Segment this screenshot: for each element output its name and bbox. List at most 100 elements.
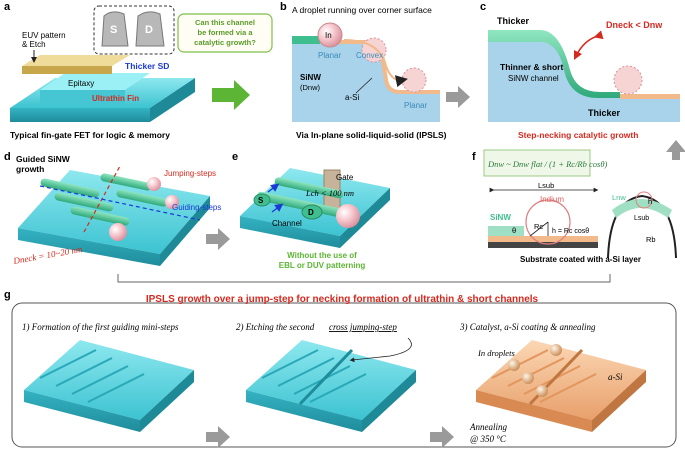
panel-e: e Gate S D Lch < 100 nm Channel Without … <box>232 151 390 270</box>
panel-e-label-s: S <box>258 196 264 205</box>
panel-c-arrow <box>573 30 604 61</box>
panel-a-fin <box>40 73 150 90</box>
panel-e-nanowire-1 <box>256 191 345 218</box>
panel-e-label-channel: Channel <box>272 219 302 228</box>
panel-c-substrate <box>488 42 680 122</box>
panel-b-label-sinw: SiNW <box>300 73 321 82</box>
panel-f-label-h2: h <box>648 197 652 206</box>
panel-d-guide-line <box>39 185 201 221</box>
panel-e-letter: e <box>232 151 238 163</box>
panel-f-caption: Substrate coated with a-Si layer <box>520 255 641 264</box>
panel-a-d-block <box>135 11 165 47</box>
panel-b-sinw <box>292 36 320 44</box>
panel-d-droplet-2 <box>165 195 179 209</box>
panel-g-block-1 <box>24 340 194 432</box>
panel-d: d Guided SiNW growth Jumping-steps Guidi… <box>4 151 230 266</box>
panel-b-substrate <box>292 42 440 122</box>
panel-a-question-1: Can this channel <box>195 18 255 27</box>
panel-e-substrate-side <box>340 188 390 248</box>
panel-f-letter: f <box>472 151 476 163</box>
panel-a-label-etch: & Etch <box>22 40 46 49</box>
panel-e-label-gate: Gate <box>336 173 354 182</box>
panel-c-label-thinner-2: SiNW channel <box>508 74 559 83</box>
panel-a: a EUV pattern & Etch S D Epitaxy Thicker… <box>4 1 273 140</box>
panel-b-asi-pointer <box>355 77 373 94</box>
panel-g-step3: 3) Catalyst, a-Si coating & annealing <box>459 322 596 332</box>
panel-a-s-block <box>101 11 129 47</box>
panel-b-label-convex: Convex <box>356 51 383 60</box>
panel-b-label-asi: a-Si <box>345 93 359 102</box>
panel-f-asi-layer <box>488 236 598 242</box>
panel-d-letter: d <box>4 151 11 163</box>
panel-g-label-droplets: In droplets <box>477 348 515 358</box>
panel-d-droplet-1 <box>147 177 161 191</box>
panel-a-label-fin: Ultrathin Fin <box>92 94 139 103</box>
panel-b: b A droplet running over corner surface … <box>280 1 470 140</box>
panel-f-formula: Dnw ~ Dnw flat / (1 + Rc/Rb cosθ) <box>487 159 608 169</box>
panel-d-droplet-3 <box>109 223 127 241</box>
panel-e-note-1: Without the use of <box>287 251 357 260</box>
panel-g: g IPSLS growth over a jump-step for neck… <box>4 289 677 448</box>
panel-b-label-planar-bottom: Planar <box>404 101 427 110</box>
panel-e-s-pad <box>253 193 271 207</box>
panel-a-letter: a <box>4 1 11 13</box>
panel-g-label-asi: a-Si <box>608 372 623 382</box>
arrow-gray-icon-2 <box>206 228 230 250</box>
panel-b-droplet-ghost-2 <box>401 67 427 93</box>
panel-a-question-3: catalytic growth? <box>194 38 256 47</box>
panel-e-label-lch: Lch < 100 nm <box>305 188 354 198</box>
panel-f-label-lsub: Lsub <box>538 181 554 190</box>
panel-d-label-jumping: Jumping-steps <box>164 169 216 178</box>
panel-a-label-pattern: EUV pattern <box>22 31 66 40</box>
panel-f-label-indium: Indium <box>540 195 564 204</box>
panel-c-label-thinner-1: Thinner & short <box>500 62 563 72</box>
panel-d-title-2: growth <box>16 164 44 174</box>
panel-c-letter: c <box>480 1 486 13</box>
panel-g-title: IPSLS growth over a jump-step for neckin… <box>146 294 539 305</box>
panel-f-label-h: h = Rc cosθ <box>552 228 589 235</box>
panel-e-substrate-front <box>240 216 340 248</box>
arrow-gray-icon <box>446 86 470 108</box>
panel-g-step1: 1) Formation of the first guiding mini-s… <box>22 322 179 332</box>
panel-c-nanowire <box>488 30 620 98</box>
panel-a-label-thicker-sd: Thicker SD <box>125 61 169 71</box>
panel-b-droplet <box>317 22 343 48</box>
panel-c-label-thicker-bottom: Thicker <box>588 108 621 118</box>
panel-b-title: A droplet running over corner surface <box>292 5 432 15</box>
panel-a-label-d: D <box>145 24 153 36</box>
panel-f-label-theta: θ <box>512 226 516 235</box>
panel-e-label-d: D <box>308 208 314 217</box>
panel-f-radius-line <box>529 221 549 237</box>
panel-b-label-planar-top: Planar <box>318 51 341 60</box>
panel-a-substrate-front <box>10 108 150 122</box>
panel-f-connector <box>117 274 611 283</box>
panel-d-title-1: Guided SiNW <box>16 154 71 164</box>
panel-e-droplet <box>336 204 360 228</box>
panel-a-caption: Typical fin-gate FET for logic & memory <box>10 130 170 140</box>
panel-b-label-dnw: (Dnw) <box>300 83 321 92</box>
panel-a-label-epitaxy: Epitaxy <box>68 79 94 88</box>
panel-g-step2-arrow <box>349 337 412 363</box>
panel-e-d-pad <box>301 204 323 220</box>
panel-a-substrate-side <box>150 78 195 122</box>
panel-a-fin-front <box>40 90 125 104</box>
panel-d-substrate-front <box>18 228 160 266</box>
panel-c-asi <box>620 94 680 99</box>
panel-f-label-lnw: Lnw <box>612 193 626 202</box>
panel-g-catalyst-4 <box>550 344 562 356</box>
panel-f-substrate <box>488 242 598 248</box>
panel-f-label-sinw: SiNW <box>490 213 511 222</box>
panel-g-step2-b: cross jumping-step <box>329 322 397 332</box>
panel-b-caption: Via In-plane solid-liquid-solid (IPSLS) <box>296 130 447 140</box>
arrow-green-icon <box>212 80 250 110</box>
panel-f-label-rb: Rb <box>646 235 656 244</box>
panel-c-caption: Step-necking catalytic growth <box>518 130 638 140</box>
panel-g-catalyst-1 <box>508 359 520 371</box>
panel-f-sinw <box>488 226 524 236</box>
panel-d-label-dneck: Dneck = 10~20 nm <box>12 244 84 266</box>
panel-d-label-guiding: Guiding-steps <box>172 203 221 212</box>
panel-g-catalyst-2 <box>522 372 534 384</box>
panel-b-letter: b <box>280 1 287 13</box>
panel-g-block-3 <box>476 340 646 432</box>
